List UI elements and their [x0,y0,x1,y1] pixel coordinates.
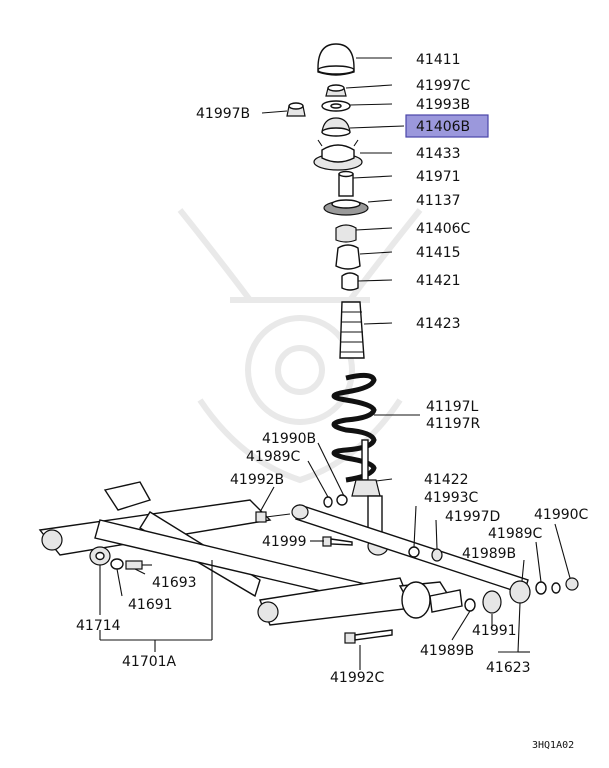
label-41623[interactable]: 41623 [486,660,531,676]
label-41989B-right[interactable]: 41989B [462,546,516,562]
label-41433[interactable]: 41433 [416,146,461,162]
bolt-41992C[interactable] [344,629,393,644]
diagram-code: 3HQ1A02 [532,740,574,751]
bolt-41992B[interactable] [255,511,291,523]
label-41993B[interactable]: 41993B [416,97,470,113]
coil-spring-41197[interactable] [331,372,377,483]
leader-lines [99,57,571,670]
label-41993C[interactable]: 41993C [424,490,479,506]
label-41422[interactable]: 41422 [424,472,469,488]
washer-41993B[interactable] [321,100,351,112]
washer-41691[interactable] [110,558,124,570]
washer-41989C-upper[interactable] [323,496,333,508]
label-41406B[interactable]: 41406B [416,119,470,135]
label-41990B[interactable]: 41990B [262,431,316,447]
upper-mount-41433[interactable] [313,139,363,171]
nut-41997B[interactable] [286,102,306,117]
washer-41989B-lower[interactable] [464,598,476,612]
label-41989C-lower[interactable]: 41989C [488,526,543,542]
washer-41989C-lower[interactable] [535,581,547,595]
bushing-41714[interactable] [89,546,111,566]
rear-axle-beam-41701A[interactable] [38,481,452,626]
nut-41997D[interactable] [431,548,443,562]
label-41997B[interactable]: 41997B [196,106,250,122]
bolt-41999[interactable] [322,536,353,547]
label-41997D[interactable]: 41997D [445,509,500,525]
label-41701A[interactable]: 41701A [122,654,177,670]
bushing-41623[interactable] [509,580,531,604]
bushing-41991[interactable] [482,590,502,614]
label-41411[interactable]: 41411 [416,52,461,68]
label-41714[interactable]: 41714 [76,618,121,634]
label-41971[interactable]: 41971 [416,169,461,185]
label-41421[interactable]: 41421 [416,273,461,289]
nut-41990C[interactable] [565,577,579,591]
bolt-41693[interactable] [125,560,152,570]
nut-41997C[interactable] [325,84,347,97]
label-41406C[interactable]: 41406C [416,221,471,237]
label-41197R[interactable]: 41197R [426,416,481,432]
spindle [401,581,463,619]
label-41999[interactable]: 41999 [262,534,307,550]
spring-seat-41137[interactable] [323,199,369,216]
bump-stopper-41415[interactable] [335,244,361,270]
label-41990C[interactable]: 41990C [534,507,589,523]
bumper-41421[interactable] [341,272,359,291]
washer-41993C[interactable] [408,546,420,558]
label-41423[interactable]: 41423 [416,316,461,332]
washer-41989B-right[interactable] [551,582,561,594]
label-41992C[interactable]: 41992C [330,670,385,686]
highlight-box-41406B [405,114,489,138]
label-41989B-lower[interactable]: 41989B [420,643,474,659]
watermark-emblem [177,208,423,484]
label-41137[interactable]: 41137 [416,193,461,209]
label-41997C[interactable]: 41997C [416,78,471,94]
label-41992B[interactable]: 41992B [230,472,284,488]
label-41693[interactable]: 41693 [152,575,197,591]
cap-41411[interactable] [317,43,355,76]
dust-boot-41423[interactable] [339,301,365,359]
bushing-41406C[interactable] [335,224,357,243]
label-41415[interactable]: 41415 [416,245,461,261]
washer-41990B[interactable] [336,494,348,506]
label-41991[interactable]: 41991 [472,623,517,639]
label-41989C-upper[interactable]: 41989C [246,449,301,465]
label-41691[interactable]: 41691 [128,597,173,613]
label-41197L[interactable]: 41197L [426,399,479,415]
callout-labels: 41411 41997C 41993B 41997B 41406B 41433 … [76,52,589,751]
collar-41971[interactable] [338,170,354,197]
bushing-41406B[interactable] [321,117,351,137]
